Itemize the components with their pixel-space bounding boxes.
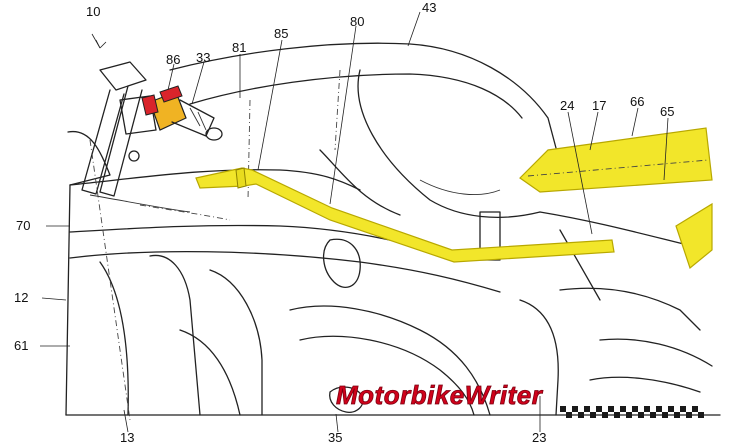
handlebar-grip bbox=[171, 99, 215, 137]
ref-10: 10 bbox=[86, 4, 100, 19]
leader-24 bbox=[567, 111, 593, 235]
ref-43: 43 bbox=[422, 0, 436, 15]
front-cowl bbox=[67, 130, 111, 186]
frame-strut bbox=[559, 229, 601, 301]
ref-17: 17 bbox=[592, 98, 606, 113]
reference-numerals: 10 86 33 81 85 80 43 24 17 66 65 70 12 6… bbox=[14, 0, 674, 444]
highlighted-parts bbox=[195, 127, 713, 270]
rear-part-axis bbox=[527, 159, 709, 177]
fuel-tank-outline bbox=[169, 42, 557, 149]
ref-61: 61 bbox=[14, 338, 28, 353]
frame-block bbox=[479, 211, 501, 261]
tank-crease bbox=[419, 179, 501, 195]
side-panel-line bbox=[69, 250, 501, 293]
swingarm-lower bbox=[599, 338, 713, 367]
body-outlines bbox=[65, 42, 721, 416]
leader-17 bbox=[589, 111, 599, 151]
engine-part-a bbox=[149, 254, 201, 416]
rear-frame-line bbox=[589, 376, 701, 393]
ref-81: 81 bbox=[232, 40, 246, 55]
rear-highlighted-tail bbox=[675, 202, 713, 270]
front-fork-assembly bbox=[81, 61, 157, 197]
ref-13: 13 bbox=[120, 430, 134, 444]
watermark-text: MotorbikeWriter bbox=[336, 380, 544, 410]
hidden-line-b bbox=[334, 69, 341, 151]
leader-65 bbox=[663, 117, 669, 181]
tank-lower-contour bbox=[319, 149, 401, 216]
ref-33: 33 bbox=[196, 50, 210, 65]
fork-tube-left bbox=[81, 89, 125, 195]
leader-43 bbox=[407, 11, 421, 47]
cowl-detail bbox=[89, 194, 191, 213]
hidden-line-a bbox=[139, 204, 231, 221]
engine-case-inner bbox=[299, 335, 475, 416]
swingarm-upper bbox=[559, 287, 701, 331]
headstock bbox=[119, 95, 157, 135]
leader-80 bbox=[329, 25, 357, 205]
ref-35: 35 bbox=[328, 430, 342, 444]
rear-highlighted-part bbox=[519, 127, 713, 193]
checkered-flag-stripe bbox=[560, 406, 704, 418]
ref-23: 23 bbox=[532, 430, 546, 444]
ref-12: 12 bbox=[14, 290, 28, 305]
fork-axis-line bbox=[89, 139, 131, 421]
fork-tube-right bbox=[99, 85, 143, 197]
grip-texture bbox=[189, 107, 207, 131]
ref-66: 66 bbox=[630, 94, 644, 109]
engine-part-c bbox=[209, 269, 263, 416]
leader-35 bbox=[335, 413, 339, 433]
cowl-upper-edge bbox=[69, 169, 361, 191]
leader-86 bbox=[167, 63, 175, 91]
leader-85 bbox=[257, 39, 283, 171]
engine-case bbox=[289, 305, 491, 416]
bolt-circle bbox=[329, 386, 364, 413]
ref-24: 24 bbox=[560, 98, 574, 113]
leader-12 bbox=[41, 297, 67, 301]
leader-13 bbox=[123, 409, 129, 433]
engine-part-b bbox=[99, 261, 129, 416]
ref-65: 65 bbox=[660, 104, 674, 119]
watermark-logo: MotorbikeWriter bbox=[336, 380, 704, 418]
tank-contour bbox=[357, 69, 541, 219]
engine-part-d bbox=[179, 329, 241, 416]
arrow-10 bbox=[95, 39, 107, 49]
tank-inner-line bbox=[189, 73, 523, 119]
bar-end bbox=[205, 127, 223, 141]
ref-70: 70 bbox=[16, 218, 30, 233]
leader-lines bbox=[40, 11, 669, 433]
leader-33 bbox=[191, 61, 205, 105]
ref-86: 86 bbox=[166, 52, 180, 67]
handlebar-assembly bbox=[141, 85, 223, 141]
side-vent bbox=[323, 238, 361, 288]
swingarm-pivot bbox=[519, 299, 559, 416]
front-edge bbox=[65, 184, 71, 416]
cowl-middle-edge bbox=[69, 224, 431, 251]
switch-button-side bbox=[141, 94, 159, 116]
leader-66 bbox=[631, 107, 639, 137]
ref-80: 80 bbox=[350, 14, 364, 29]
pipe-joint bbox=[235, 167, 247, 189]
fork-bolt bbox=[128, 150, 140, 162]
switch-button-top bbox=[159, 85, 183, 103]
top-yoke bbox=[99, 61, 147, 91]
ref-85: 85 bbox=[274, 26, 288, 41]
